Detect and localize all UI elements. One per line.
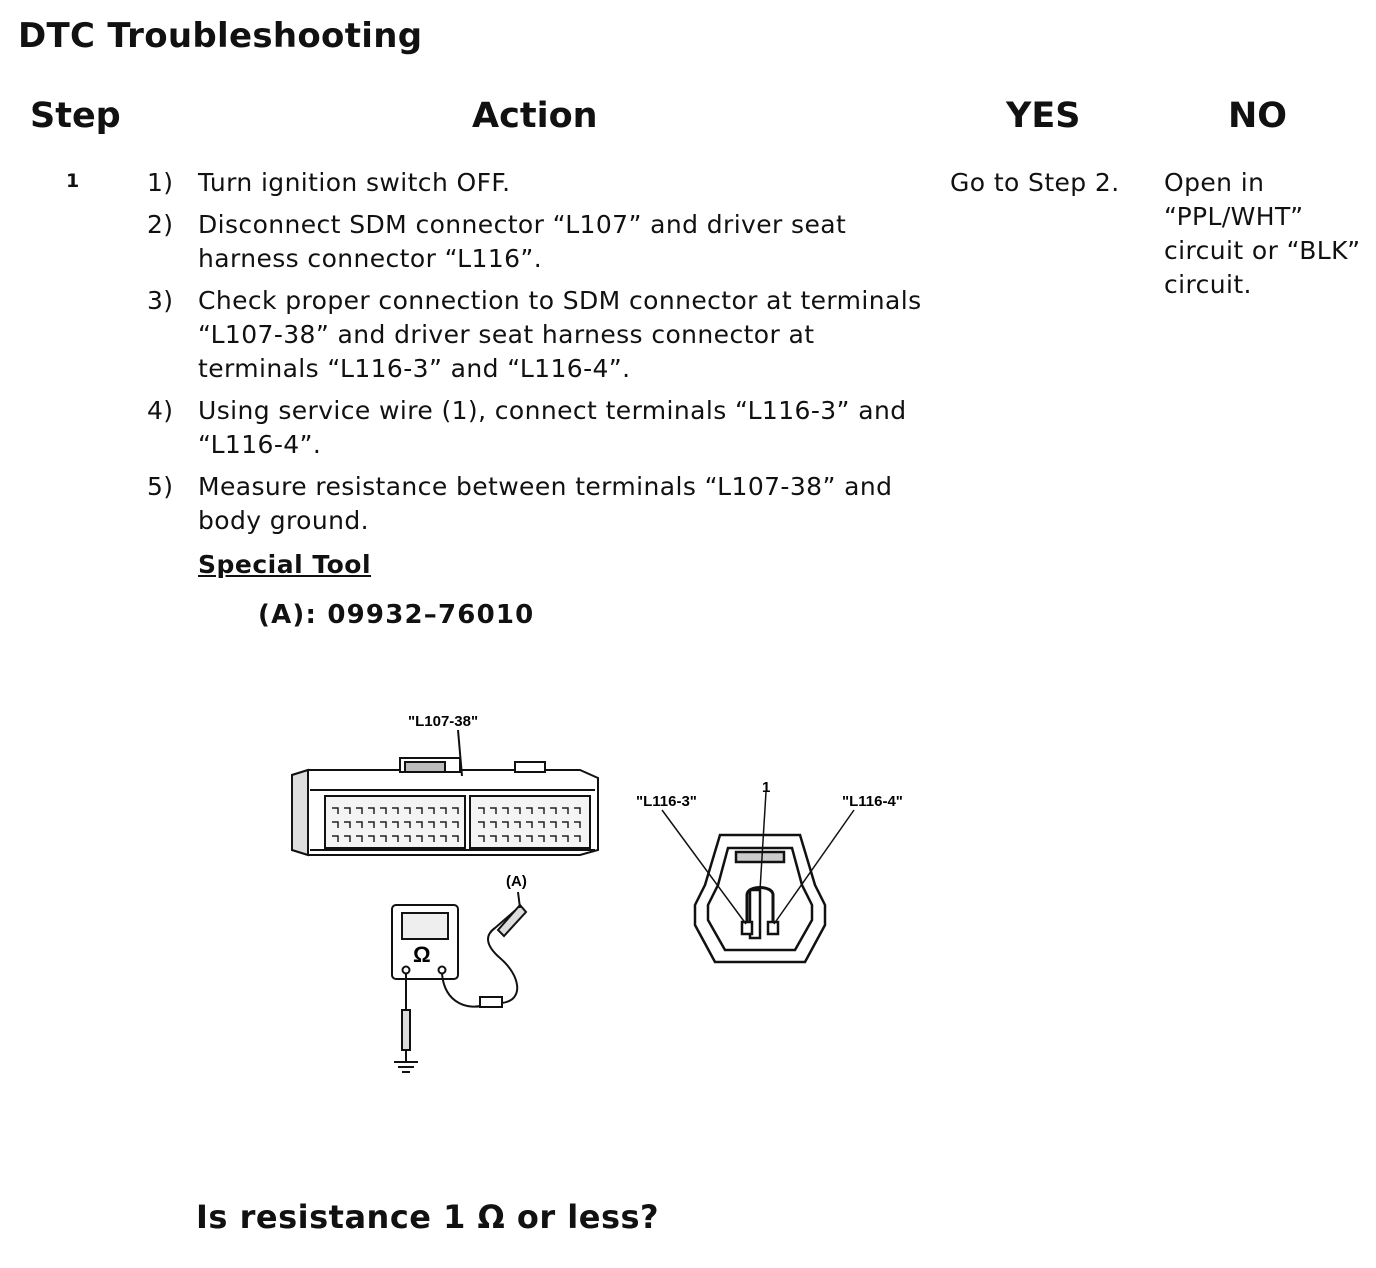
action-item-text: Check proper connection to SDM connector… [198, 286, 922, 383]
page-title: DTC Troubleshooting [18, 16, 423, 56]
connector-diagram: "L107-38" Ω (A) "L116-3 [291, 713, 903, 1073]
sdm-terminal-leader [457, 729, 463, 777]
resistance-question: Is resistance 1 Ω or less? [196, 1198, 660, 1236]
yes-result: Go to Step 2. [950, 168, 1120, 197]
harness-term4-label: "L116-4" [842, 793, 903, 810]
ground-icon [394, 1061, 418, 1073]
action-item: 4) Using service wire (1), connect termi… [147, 394, 937, 462]
action-item: 5) Measure resistance between terminals … [147, 470, 937, 538]
no-result: Open in “PPL/WHT” circuit or “BLK” circu… [1164, 168, 1361, 299]
action-item: 1) Turn ignition switch OFF. [147, 166, 937, 200]
probe-wires [401, 903, 528, 1062]
service-wire-label: 1 [762, 779, 770, 796]
action-item-number: 2) [147, 210, 174, 239]
sdm-pin-grid [332, 807, 581, 842]
harness-term3-label: "L116-3" [636, 793, 697, 810]
action-item-number: 3) [147, 286, 174, 315]
harness-leaders [661, 791, 855, 925]
action-item-number: 1) [147, 168, 174, 197]
ohmmeter [391, 904, 459, 980]
action-item-text: Turn ignition switch OFF. [198, 168, 511, 197]
action-item: 3) Check proper connection to SDM connec… [147, 284, 937, 386]
step-number: 1 [66, 170, 80, 192]
action-item-text: Disconnect SDM connector “L107” and driv… [198, 210, 847, 273]
action-item-text: Using service wire (1), connect terminal… [198, 396, 907, 459]
sdm-connector [291, 757, 599, 857]
header-yes: YES [1006, 96, 1081, 136]
sdm-terminal-label: "L107-38" [408, 713, 478, 730]
harness-connector [693, 833, 827, 964]
header-no: NO [1228, 96, 1288, 136]
action-item-number: 5) [147, 472, 174, 501]
header-step: Step [30, 96, 121, 136]
action-item-text: Measure resistance between terminals “L1… [198, 472, 893, 535]
ohm-icon: Ω [413, 942, 431, 967]
header-action: Action [472, 96, 598, 136]
special-tool-code: (A): 09932–76010 [258, 600, 535, 630]
action-list: 1) Turn ignition switch OFF. 2) Disconne… [147, 166, 937, 546]
action-item-number: 4) [147, 396, 174, 425]
action-item: 2) Disconnect SDM connector “L107” and d… [147, 208, 937, 276]
tool-label: (A) [506, 873, 527, 890]
special-tool-label: Special Tool [198, 550, 372, 579]
